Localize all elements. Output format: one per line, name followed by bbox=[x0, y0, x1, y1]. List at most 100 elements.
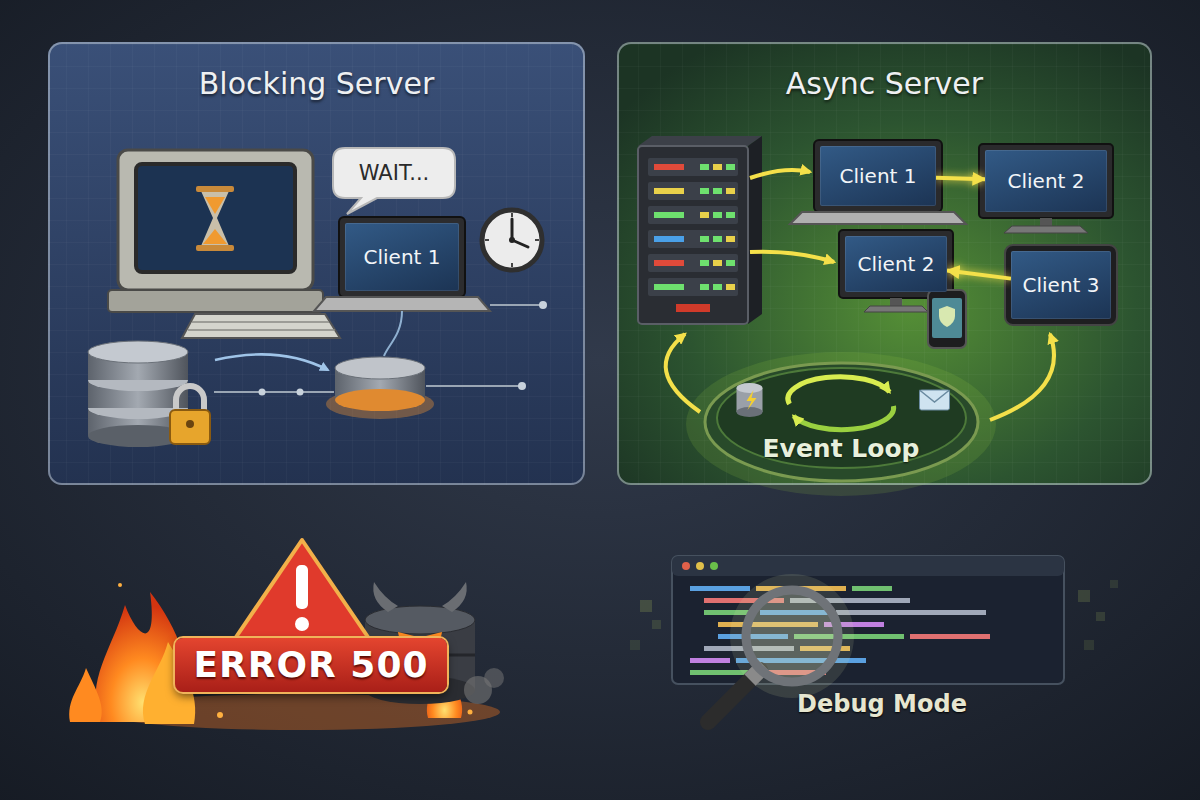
pixel-squares bbox=[1084, 640, 1094, 650]
disk-drive bbox=[335, 389, 425, 411]
client-label: Client 1 bbox=[840, 164, 917, 188]
client-screen: Client 2 bbox=[845, 236, 947, 292]
disk-drive bbox=[326, 357, 434, 419]
server-tower bbox=[654, 260, 684, 266]
server-tower bbox=[713, 212, 722, 218]
client-label: Client 2 bbox=[1008, 169, 1085, 193]
pixel-squares bbox=[1078, 590, 1090, 602]
server-tower bbox=[654, 188, 684, 194]
hourglass-icon bbox=[203, 229, 227, 244]
bubble-outline bbox=[333, 148, 455, 214]
wire bbox=[259, 389, 266, 396]
client-screen: Client 1 bbox=[820, 146, 936, 206]
flow-arrow bbox=[936, 178, 985, 179]
laptop-body bbox=[314, 297, 490, 311]
debug-window bbox=[836, 610, 986, 615]
server-tower bbox=[676, 304, 710, 312]
wire bbox=[426, 385, 520, 387]
server-tower bbox=[648, 206, 738, 224]
debug-window bbox=[910, 634, 990, 639]
lock-icon bbox=[170, 410, 210, 444]
fire bbox=[217, 712, 223, 718]
clock-icon bbox=[482, 210, 542, 270]
bubble-text: WAIT... bbox=[359, 160, 430, 186]
glow-arrows bbox=[750, 170, 810, 178]
client-label: Client 3 bbox=[1023, 273, 1100, 297]
loop-label: Event Loop bbox=[763, 434, 920, 464]
hourglass-icon bbox=[196, 186, 234, 192]
clock-icon bbox=[511, 219, 514, 240]
robot-disk bbox=[442, 582, 467, 612]
client-devices bbox=[814, 140, 942, 212]
platform-rim bbox=[705, 363, 978, 481]
clock-icon bbox=[511, 263, 513, 267]
blocking-panel-fill bbox=[48, 42, 585, 485]
hourglass-icon bbox=[205, 197, 225, 214]
debug-window bbox=[672, 556, 1064, 576]
lock-icon bbox=[186, 420, 194, 428]
server-tower bbox=[654, 164, 684, 170]
lock-icon bbox=[170, 386, 210, 444]
server-tower bbox=[700, 188, 709, 194]
client-devices bbox=[1004, 226, 1088, 233]
warning-triangle bbox=[295, 617, 309, 631]
clock-icon bbox=[482, 210, 542, 270]
server-tower bbox=[700, 260, 709, 266]
server-tower bbox=[648, 182, 738, 200]
server-tower bbox=[713, 260, 722, 266]
server-tower bbox=[638, 136, 762, 324]
client-devices bbox=[939, 306, 955, 327]
server-tower bbox=[648, 254, 738, 272]
client-devices bbox=[864, 306, 928, 312]
clock-icon bbox=[485, 239, 489, 241]
client-devices bbox=[790, 140, 1117, 348]
flow-arrow bbox=[947, 270, 1011, 278]
envelope-icon bbox=[919, 390, 949, 410]
database-icon bbox=[736, 383, 762, 417]
wire bbox=[214, 391, 334, 393]
wire bbox=[490, 304, 540, 306]
speech-bubble: WAIT... bbox=[333, 148, 455, 210]
error-sign: ERROR 500 bbox=[175, 638, 447, 692]
glow-arrows bbox=[666, 334, 700, 412]
wire bbox=[539, 301, 547, 309]
warning-triangle bbox=[234, 540, 370, 640]
debug-window bbox=[690, 586, 750, 591]
platform-outline bbox=[703, 360, 980, 484]
crt-computer bbox=[118, 150, 313, 290]
server-tower bbox=[700, 236, 709, 242]
client-devices bbox=[890, 298, 902, 306]
debug-window bbox=[852, 586, 892, 591]
wire bbox=[297, 389, 304, 396]
debug-window bbox=[690, 658, 730, 663]
lock-icon bbox=[176, 386, 204, 412]
glow-arrows bbox=[686, 352, 996, 496]
server-tower bbox=[648, 230, 738, 248]
client-devices bbox=[1040, 218, 1052, 226]
robot-disk bbox=[484, 668, 504, 688]
crt-computer bbox=[136, 164, 295, 272]
client-screen: Client 1 bbox=[345, 223, 459, 291]
crt-computer bbox=[188, 329, 335, 331]
client-devices bbox=[1005, 245, 1117, 325]
event-loop-platform: Event Loop bbox=[703, 360, 980, 484]
glow-arrows bbox=[990, 334, 1054, 420]
blocking-panel-fill bbox=[48, 42, 585, 485]
crt-computer bbox=[108, 290, 323, 312]
server-tower bbox=[638, 136, 762, 146]
clock-icon bbox=[509, 237, 515, 243]
laptop-body bbox=[314, 217, 490, 311]
server-tower bbox=[748, 136, 762, 324]
hourglass-icon bbox=[196, 245, 234, 251]
debug-window bbox=[682, 562, 690, 570]
debug-window bbox=[696, 562, 704, 570]
client-screen: Client 2 bbox=[985, 150, 1107, 212]
client-devices bbox=[979, 144, 1113, 218]
debug-window bbox=[672, 556, 1064, 684]
hourglass-icon bbox=[196, 186, 234, 251]
laptop-body bbox=[339, 217, 465, 297]
server-tower bbox=[654, 212, 684, 218]
crt-computer bbox=[108, 150, 340, 338]
server-tower bbox=[726, 284, 735, 290]
